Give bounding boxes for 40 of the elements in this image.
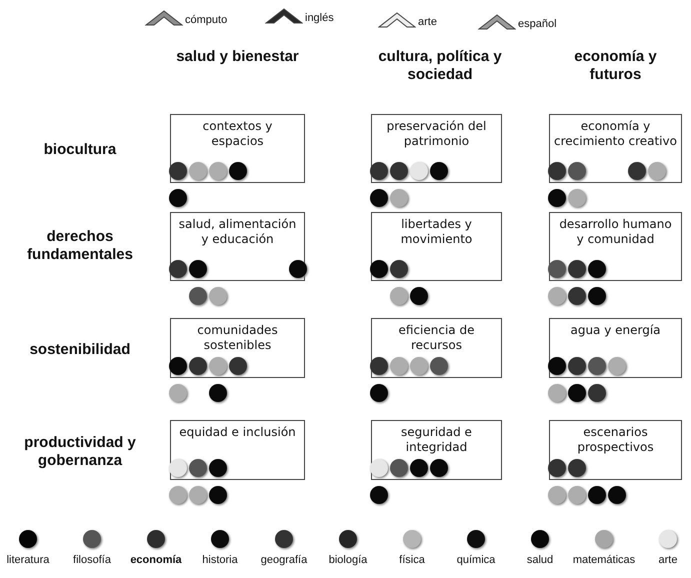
topic-box xyxy=(170,212,305,281)
box-title: seguridad e integridad xyxy=(400,425,473,455)
box-title: equidad e inclusión xyxy=(178,425,297,440)
row-header: sostenibilidad xyxy=(28,341,132,359)
legend-label: matemáticas xyxy=(572,554,636,566)
topic-box xyxy=(549,114,682,183)
legend-label: español xyxy=(518,18,557,30)
legend-label: literatura xyxy=(6,554,50,566)
box-title: contextos y espacios xyxy=(202,119,274,149)
box-title: comunidades sostenibles xyxy=(196,323,279,353)
row-header: productividad y gobernanza xyxy=(23,434,137,470)
box-title: economía y crecimiento creativo xyxy=(554,119,677,149)
box-title: salud, alimentación y educación xyxy=(178,217,298,247)
box-title: preservación del patrimonio xyxy=(386,119,488,149)
legend-label: cómputo xyxy=(185,14,228,26)
topic-box xyxy=(549,212,682,281)
box-title: eficiencia de recursos xyxy=(398,323,476,353)
legend-label: inglés xyxy=(305,12,334,24)
box-title: libertades y movimiento xyxy=(400,217,474,247)
legend-label: química xyxy=(456,554,496,566)
column-header: cultura, política y sociedad xyxy=(377,48,503,84)
topic-box xyxy=(371,114,502,183)
legend-label: geografía xyxy=(260,554,308,566)
row-header: biocultura xyxy=(42,141,118,159)
legend-label: biología xyxy=(328,554,368,566)
topic-box xyxy=(170,420,305,480)
column-header: economía y futuros xyxy=(573,48,658,84)
topic-box xyxy=(549,420,682,480)
topic-box xyxy=(371,212,502,281)
legend-label: arte xyxy=(418,16,437,28)
legend-label: física xyxy=(398,554,426,566)
box-title: escenarios prospectivos xyxy=(576,425,655,455)
box-title: desarrollo humano y comunidad xyxy=(558,217,673,247)
column-header: salud y bienestar xyxy=(175,48,300,66)
legend-label: economía xyxy=(129,554,183,566)
legend-label: filosofía xyxy=(72,554,112,566)
row-header: derechos fundamentales xyxy=(26,228,134,264)
box-title: agua y energía xyxy=(569,323,662,338)
legend-label: historia xyxy=(201,554,239,566)
topic-box xyxy=(170,114,305,183)
